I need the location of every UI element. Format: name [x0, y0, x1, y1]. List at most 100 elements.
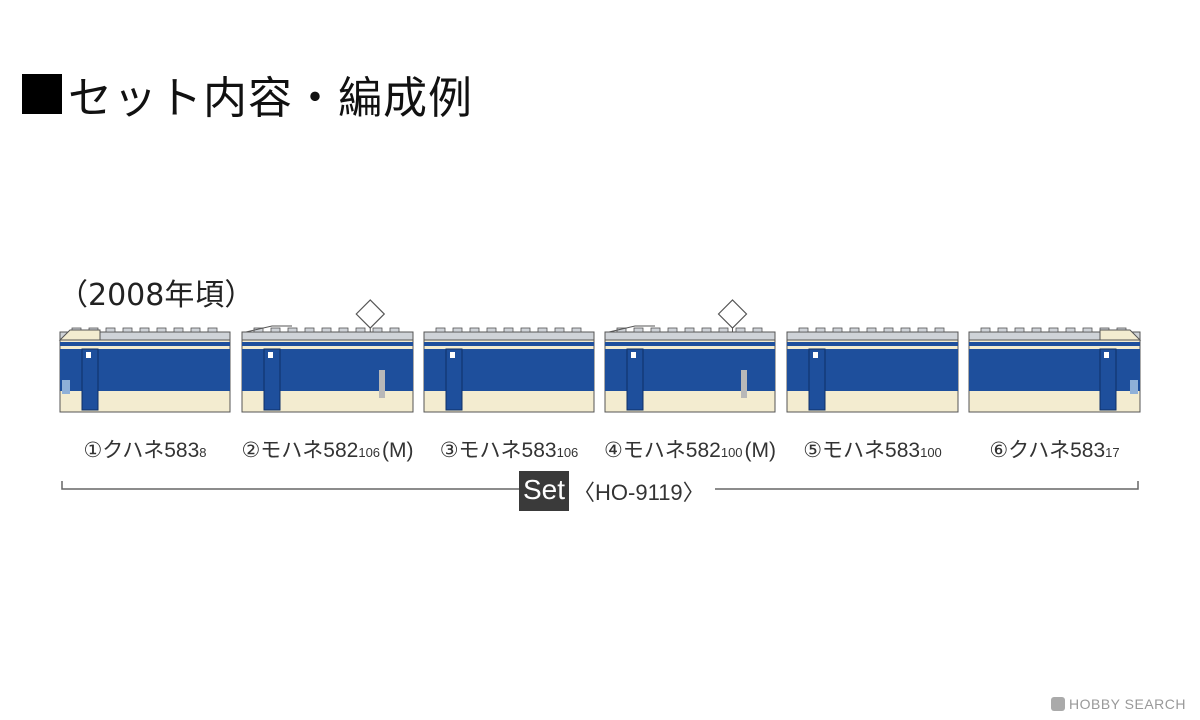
- motor-car-mark: (M): [744, 439, 777, 462]
- car-subnumber: 100: [920, 445, 942, 460]
- car-subnumber: 106: [358, 445, 381, 460]
- roof-equipment: [608, 325, 655, 333]
- train-car-5: [786, 327, 959, 413]
- roof-vent: [156, 327, 167, 333]
- roof-vent: [173, 327, 184, 333]
- side-vent: [379, 370, 385, 398]
- car-top-stripe: [424, 342, 594, 346]
- door-window: [268, 352, 273, 358]
- roof-vent: [304, 327, 315, 333]
- roof-vent: [900, 327, 911, 333]
- door-window: [86, 352, 91, 358]
- car-subnumber: 8: [199, 445, 207, 460]
- door-window: [813, 352, 818, 358]
- roof-vent: [452, 327, 463, 333]
- car-door: [445, 348, 463, 411]
- roof-vent: [752, 327, 763, 333]
- roof-vent: [554, 327, 565, 333]
- car-number: ⑥: [989, 439, 1009, 462]
- car-name: クハネ583: [1008, 439, 1106, 462]
- roof-vent: [650, 327, 661, 333]
- set-bracket-right: [695, 481, 1139, 490]
- car-number: ⑤: [803, 439, 823, 462]
- page-title: セット内容・編成例: [22, 62, 473, 126]
- roof-vent: [537, 327, 548, 333]
- roof-vent: [270, 327, 281, 333]
- roof-vent: [122, 327, 133, 333]
- car-subnumber: 100: [720, 445, 743, 460]
- roof-vent: [883, 327, 894, 333]
- car-roof: [241, 331, 414, 341]
- roof-vent: [435, 327, 446, 333]
- roof-vent: [139, 327, 150, 333]
- roof-vent: [633, 327, 644, 333]
- car-top-stripe: [242, 342, 413, 346]
- year-note: （2008年頃）: [58, 278, 255, 313]
- roof-vent: [1014, 327, 1025, 333]
- car-name: モハネ583: [822, 439, 921, 462]
- train-car-6: [968, 327, 1142, 413]
- pantograph-icon: [717, 299, 748, 329]
- roof-vent: [372, 327, 383, 333]
- cab-light: [62, 380, 70, 394]
- roof-vent: [321, 327, 332, 333]
- roof-vent: [718, 327, 729, 333]
- roof-vent: [287, 327, 298, 333]
- motor-car-mark: (M): [382, 439, 414, 462]
- roof-vent: [815, 327, 826, 333]
- roof-vent: [207, 327, 218, 333]
- car-number: ③: [439, 439, 459, 462]
- train-car-4: [604, 299, 776, 413]
- set-group: Set 〈HO-9119〉: [519, 471, 715, 511]
- hobby-search-logo-icon: [1051, 697, 1065, 711]
- train-car-3: [423, 327, 595, 413]
- roof-vent: [684, 327, 695, 333]
- set-bracket-left: [61, 481, 520, 490]
- roof-vent: [997, 327, 1008, 333]
- roof-vent: [667, 327, 678, 333]
- car-top-stripe: [60, 342, 230, 346]
- side-vent: [741, 370, 747, 398]
- door-window: [450, 352, 455, 358]
- roof-vent: [389, 327, 400, 333]
- roof-vent: [1031, 327, 1042, 333]
- roof-vent: [1065, 327, 1076, 333]
- car-roof: [786, 331, 959, 341]
- square-bullet-icon: [22, 74, 62, 114]
- roof-vent: [832, 327, 843, 333]
- page-title-text: セット内容・編成例: [68, 73, 473, 124]
- roof-vent: [503, 327, 514, 333]
- car-door: [1099, 348, 1117, 411]
- roof-vent: [190, 327, 201, 333]
- roof-vent: [338, 327, 349, 333]
- car-top-stripe: [605, 342, 775, 346]
- car-name: モハネ582: [260, 439, 359, 462]
- roof-vent: [469, 327, 480, 333]
- car-door: [81, 348, 99, 411]
- watermark-text: HOBBY SEARCH: [1069, 696, 1186, 712]
- car-name: モハネ583: [458, 439, 557, 462]
- train-car-1: [58, 327, 231, 413]
- car-number: ②: [241, 439, 261, 462]
- door-window: [1104, 352, 1109, 358]
- car-subnumber: 17: [1105, 445, 1120, 460]
- roof-vent: [980, 327, 991, 333]
- roof-vent: [917, 327, 928, 333]
- car-number: ①: [83, 439, 103, 462]
- car-door: [626, 348, 644, 411]
- car-roof: [423, 331, 595, 341]
- door-window: [631, 352, 636, 358]
- car-top-stripe: [787, 342, 958, 346]
- roof-vent: [486, 327, 497, 333]
- car-door: [808, 348, 826, 411]
- car-subnumber: 106: [556, 445, 579, 460]
- roof-vent: [735, 327, 746, 333]
- roof-vent: [934, 327, 945, 333]
- cab-nose: [58, 329, 101, 341]
- watermark: HOBBY SEARCH: [1051, 696, 1186, 712]
